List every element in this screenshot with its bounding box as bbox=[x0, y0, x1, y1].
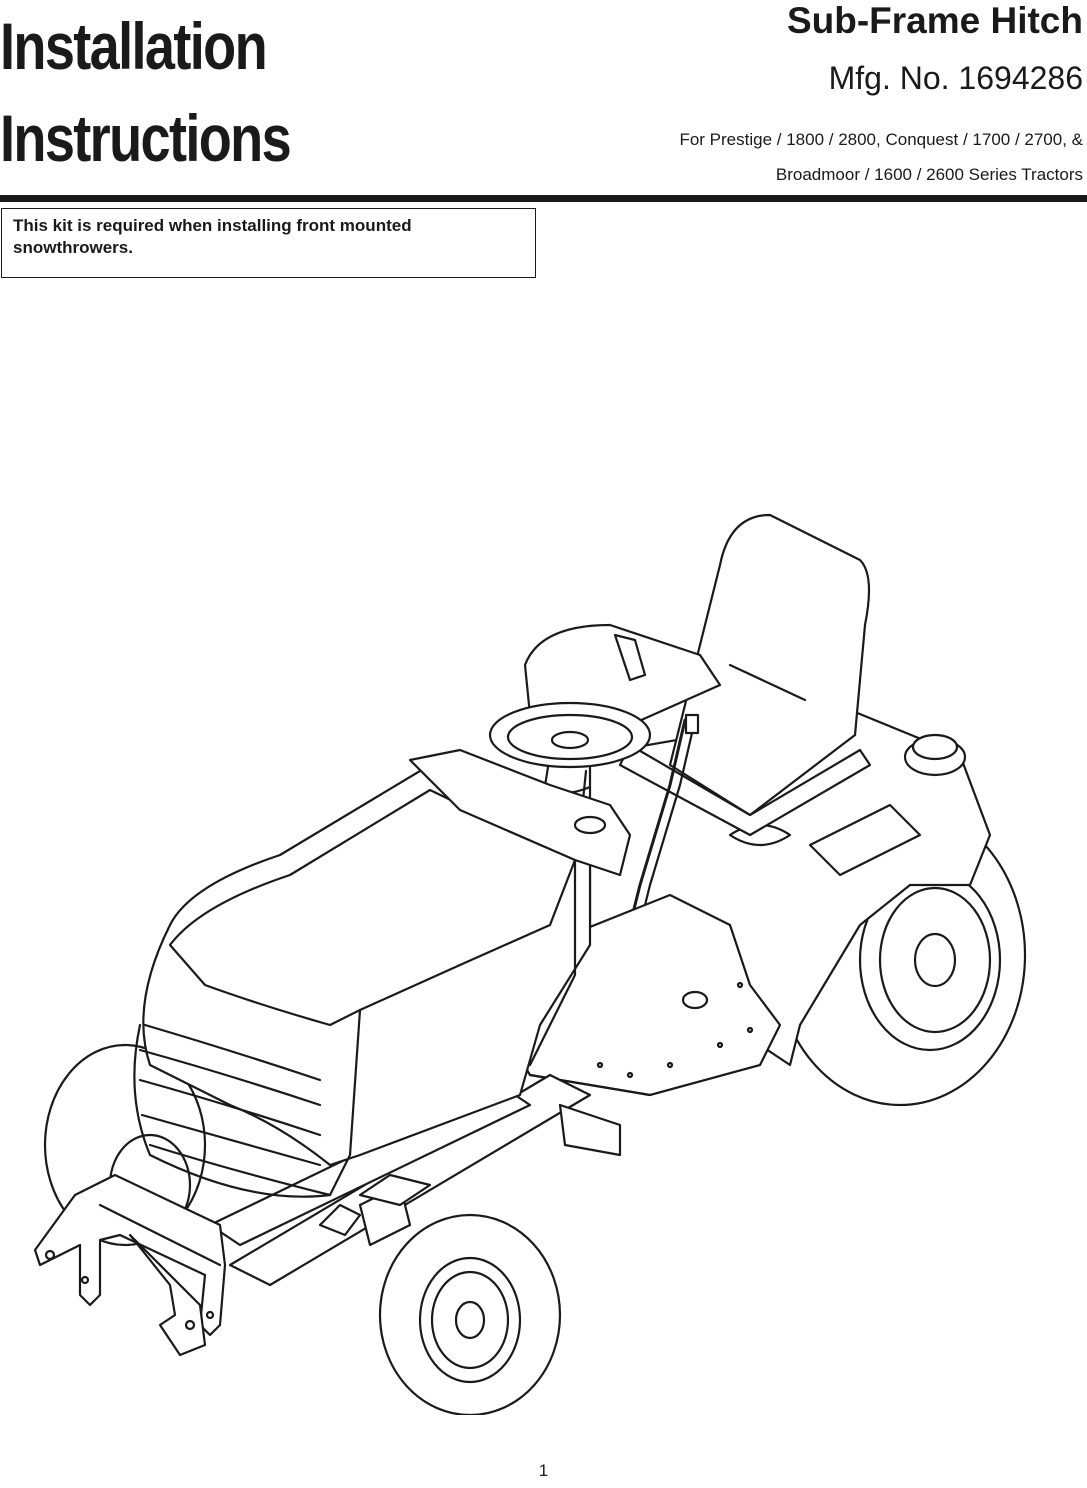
front-hitch bbox=[33, 1173, 227, 1357]
steering-wheel bbox=[488, 701, 652, 812]
compatibility-line-1: For Prestige / 1800 / 2800, Conquest / 1… bbox=[679, 130, 1083, 149]
header-divider bbox=[0, 195, 1087, 202]
manufacturer-number: Mfg. No. 1694286 bbox=[828, 60, 1083, 96]
front-right-wheel bbox=[378, 1213, 562, 1415]
notice-box: This kit is required when installing fro… bbox=[1, 208, 536, 278]
tractor-illustration bbox=[33, 513, 1027, 1415]
product-name: Sub-Frame Hitch bbox=[786, 0, 1083, 41]
rear-cowl bbox=[523, 623, 722, 727]
linkage bbox=[318, 1173, 432, 1237]
notice-text: This kit is required when installing fro… bbox=[13, 216, 412, 257]
document-title: Installation Instructions bbox=[0, 0, 292, 184]
compatibility-line-2: Broadmoor / 1600 / 2600 Series Tractors bbox=[775, 165, 1083, 184]
title-line-1: Installation bbox=[0, 9, 268, 83]
title-line-2: Instructions bbox=[0, 101, 292, 175]
page-number: 1 bbox=[538, 1461, 549, 1480]
hood bbox=[133, 759, 592, 1198]
dash bbox=[408, 748, 632, 877]
